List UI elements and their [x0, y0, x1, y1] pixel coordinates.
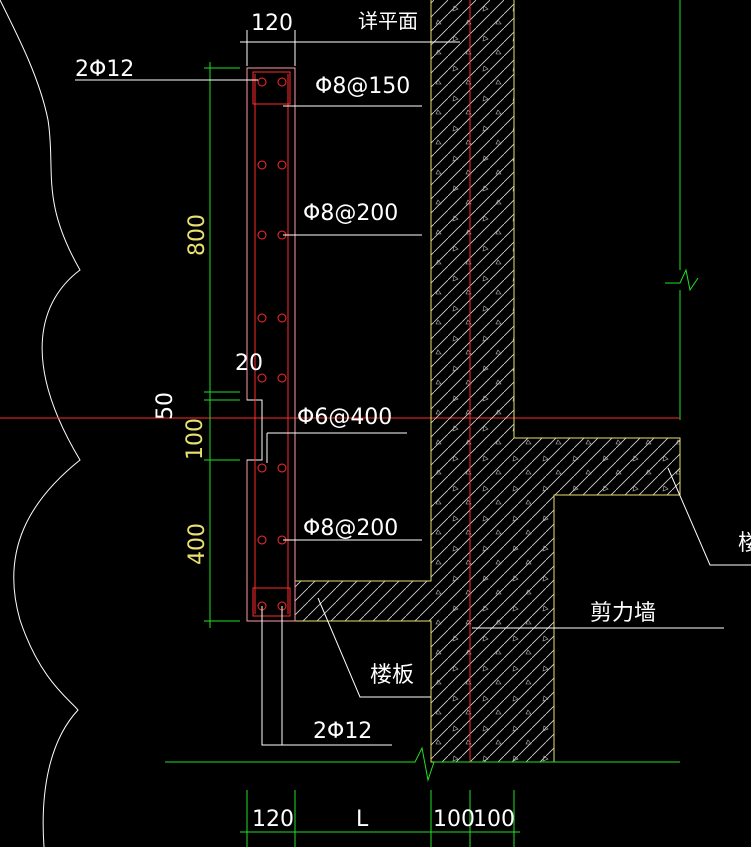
right-break-symbol [665, 268, 699, 292]
leader-bottom-bars [261, 606, 392, 746]
dim-bottom-w3: 100 [433, 807, 475, 832]
dim-groove-height: 100 [183, 418, 208, 460]
label-edge-partial: 楼 [738, 531, 751, 556]
rebar-top-loop [252, 71, 291, 105]
wall-dots-upper [431, 0, 514, 438]
label-shear-wall: 剪力墙 [590, 601, 656, 626]
dim-bottom-w4: 100 [473, 807, 515, 832]
floor-dots-right [431, 438, 680, 762]
bottom-break-line [165, 746, 680, 782]
label-stirrup-upper: Φ8@200 [303, 201, 398, 226]
rebar-dots [257, 77, 287, 611]
leader-edge [667, 467, 751, 566]
label-stirrup-top: Φ8@150 [315, 74, 410, 99]
rebar-bottom-loop [252, 587, 291, 617]
label-stirrup-lower: Φ8@200 [303, 516, 398, 541]
label-see-plan: 详平面 [358, 9, 418, 33]
label-bottom-bars: 2Φ12 [313, 719, 372, 744]
dim-bottom-w2: L [356, 807, 369, 832]
label-slab: 楼板 [370, 663, 414, 688]
dim-top-width: 120 [251, 11, 293, 36]
slab-hatch [295, 581, 431, 621]
dim-height-upper: 800 [185, 214, 210, 256]
dim-groove-gap: 50 [153, 392, 178, 420]
dim-left-ticks [204, 67, 240, 622]
dim-height-lower: 400 [185, 523, 210, 565]
label-stirrup-groove: Φ6@400 [297, 405, 392, 430]
label-top-bars: 2Φ12 [75, 57, 134, 82]
break-line-left [0, 0, 81, 847]
leader-slab [317, 597, 431, 698]
dim-bottom-ticks [246, 790, 515, 847]
dim-groove-depth: 20 [235, 351, 263, 376]
dim-bottom-w1: 120 [252, 807, 294, 832]
